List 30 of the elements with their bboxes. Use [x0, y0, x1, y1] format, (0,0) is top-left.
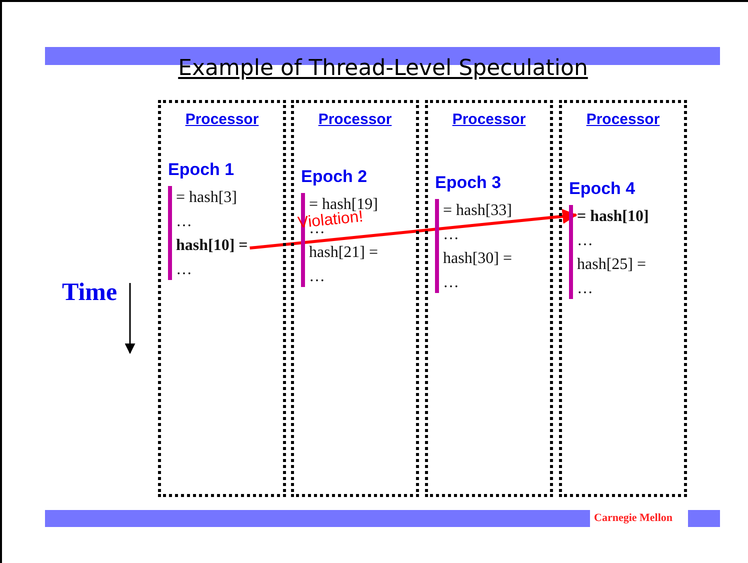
- processor-column: [425, 100, 553, 497]
- arrow: [250, 208, 578, 250]
- code-line: hash[30] =: [443, 249, 512, 269]
- code-line: …: [443, 273, 459, 293]
- code-line: …: [443, 225, 459, 245]
- column-heading: Processor: [317, 111, 393, 128]
- column-heading: Processor: [184, 111, 260, 128]
- column-heading: Processor: [585, 111, 661, 128]
- processor-column: [559, 100, 687, 497]
- code-line: …: [176, 212, 192, 232]
- epoch-heading: Epoch 3: [435, 173, 502, 193]
- code-line: = hash[3]: [176, 188, 238, 208]
- code-line: …: [577, 279, 593, 299]
- code-line: …: [176, 260, 192, 280]
- slide-title: Example of Thread-Level Speculation: [177, 56, 589, 81]
- code-line: = hash[33]: [443, 201, 512, 221]
- column-heading: Processor: [451, 111, 527, 128]
- code-line: hash[10] =: [176, 236, 248, 256]
- code-line: …: [309, 267, 325, 287]
- code-line: hash[21] =: [309, 243, 378, 263]
- epoch-heading: Epoch 1: [168, 160, 234, 180]
- axis-label: Time: [62, 279, 118, 307]
- epoch-heading: Epoch 2: [301, 167, 368, 187]
- processor-column: [291, 100, 419, 497]
- code-line: …: [577, 231, 593, 251]
- processor-column: [158, 100, 286, 497]
- code-line: = hash[10]: [577, 207, 649, 227]
- footer-text: Carnegie Mellon: [594, 511, 673, 526]
- code-line: hash[25] =: [577, 255, 646, 275]
- epoch-heading: Epoch 4: [569, 179, 636, 199]
